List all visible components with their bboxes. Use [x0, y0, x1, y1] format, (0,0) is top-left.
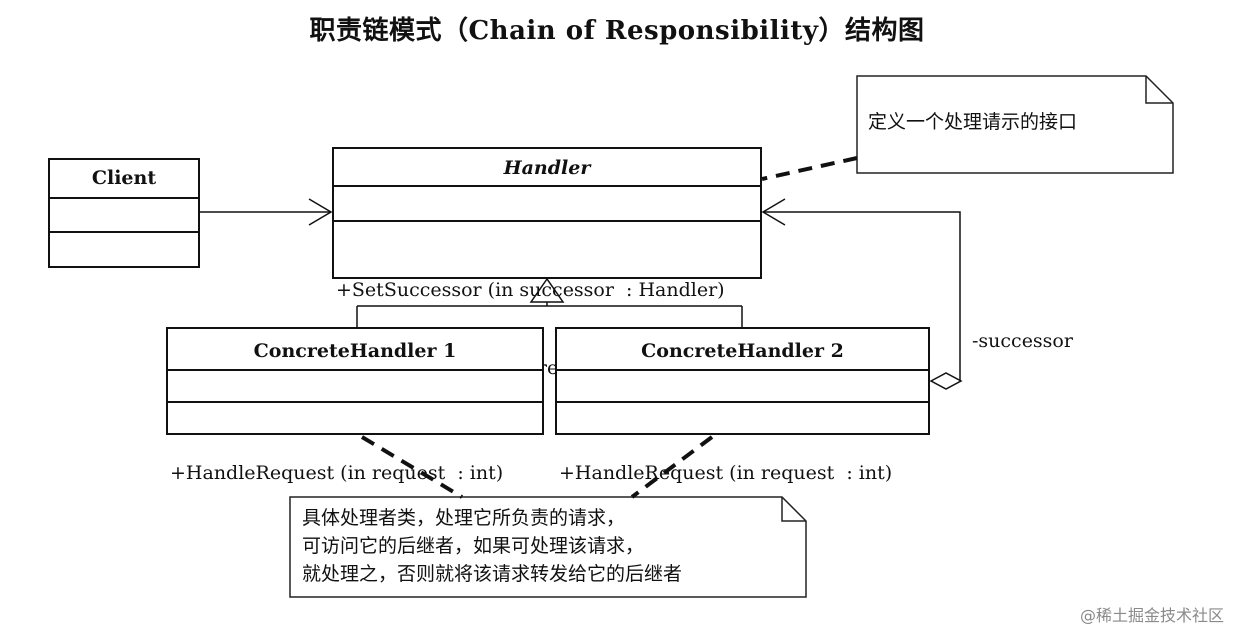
concrete-handler-1-op-handle-request: +HandleRequest (in request : int) [170, 462, 504, 484]
client-operations [50, 233, 198, 268]
handler-class-name: Handler [334, 149, 760, 187]
note-concrete-line-3: 就处理之，否则就将该请求转发给它的后继者 [302, 563, 683, 585]
note-interface-text: 定义一个处理请示的接口 [868, 108, 1077, 136]
note-concrete-link-1 [360, 435, 464, 499]
client-attributes [50, 199, 198, 233]
concrete-handler-2-class: ConcreteHandler 2 +HandleRequest (in req… [555, 327, 930, 484]
client-handler-association [200, 198, 333, 226]
concrete-handler-1-class: ConcreteHandler 1 +HandleRequest (in req… [166, 327, 544, 484]
successor-aggregation [761, 198, 963, 390]
note-interface-shape [856, 75, 1174, 174]
concrete-handler-1-operations: +HandleRequest (in request : int) [168, 403, 542, 543]
note-concrete-line-1: 具体处理者类，处理它所负责的请求， [302, 507, 626, 529]
client-class: Client [48, 158, 200, 268]
generalization-arrow [529, 277, 565, 303]
aggregation-diamond [929, 372, 963, 390]
note-concrete-line-2: 可访问它的后继者，如果可处理该请求， [302, 535, 645, 557]
diagram-title: 职责链模式（Chain of Responsibility）结构图 [309, 16, 925, 46]
note-concrete-text: 具体处理者类，处理它所负责的请求， 可访问它的后继者，如果可处理该请求， 就处理… [302, 504, 682, 588]
inheritance-connector [356, 277, 743, 327]
handler-attributes [334, 187, 760, 222]
note-concrete-shape [289, 496, 807, 598]
watermark: @稀土掘金技术社区 [1079, 606, 1224, 625]
client-class-name: Client [50, 160, 198, 199]
concrete-handler-1-name: ConcreteHandler 1 [168, 329, 542, 371]
handler-op-set-successor: +SetSuccessor (in successor : Handler) [336, 279, 725, 301]
note-concrete-link-2 [630, 435, 714, 499]
concrete-handler-2-name: ConcreteHandler 2 [557, 329, 928, 371]
concrete-handler-2-op-handle-request: +HandleRequest (in request : int) [559, 462, 893, 484]
concrete-handler-2-attributes [557, 371, 928, 403]
note-interface-link [761, 156, 858, 181]
note-interface-line: 定义一个处理请示的接口 [868, 111, 1078, 133]
concrete-handler-1-attributes [168, 371, 542, 403]
concrete-handler-2-operations: +HandleRequest (in request : int) [557, 403, 928, 543]
handler-class: Handler +SetSuccessor (in successor : Ha… [332, 147, 762, 379]
successor-role-label: -successor [972, 330, 1073, 352]
